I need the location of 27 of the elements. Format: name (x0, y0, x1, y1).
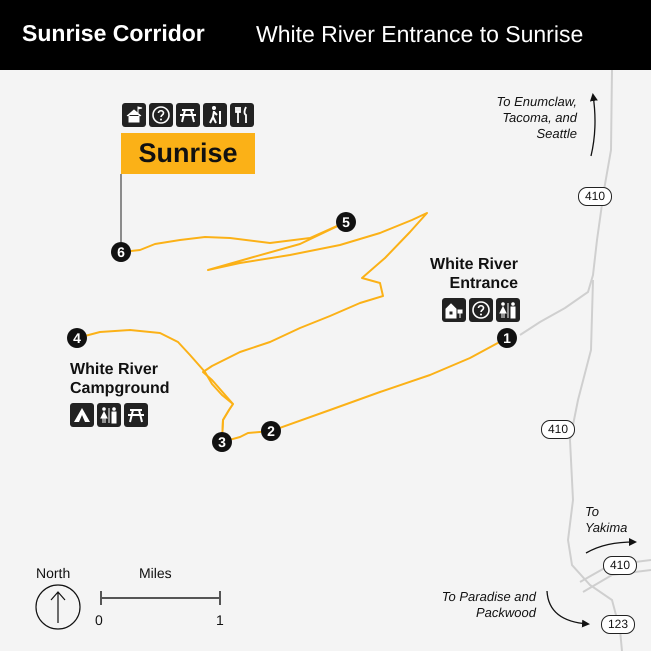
destination-note: To Paradise and Packwood (440, 589, 536, 621)
highway-shield: 410 (541, 420, 575, 439)
stop-number-marker: 6 (111, 242, 131, 262)
trail-route (202, 212, 428, 432)
leader-line (120, 174, 122, 242)
destination-note: To Yakima (585, 504, 628, 536)
map-subtitle: White River Entrance to Sunrise (256, 21, 584, 48)
trail-route (280, 342, 499, 429)
place-name: White River Campground (70, 360, 171, 398)
stop-number-marker: 1 (497, 328, 517, 348)
trail-route (231, 430, 262, 440)
scale-tick-label: 0 (95, 612, 103, 628)
stop-number-marker: 2 (261, 421, 281, 441)
place-name-sign: Sunrise (121, 133, 255, 174)
stop-number-marker: 4 (67, 328, 87, 348)
scale-tick-label: 1 (216, 612, 224, 628)
place-name: White River Entrance (428, 255, 518, 293)
highway-shield: 410 (578, 187, 612, 206)
destination-note: To Enumclaw, Tacoma, and Seattle (496, 94, 577, 142)
highway-shield: 123 (601, 615, 635, 634)
trail-route (130, 225, 338, 252)
scale-title: Miles (139, 565, 172, 581)
highway-shield: 410 (603, 556, 637, 575)
map-title: Sunrise Corridor (22, 20, 205, 47)
stop-number-marker: 3 (212, 432, 232, 452)
stop-number-marker: 5 (336, 212, 356, 232)
north-label: North (36, 565, 70, 581)
